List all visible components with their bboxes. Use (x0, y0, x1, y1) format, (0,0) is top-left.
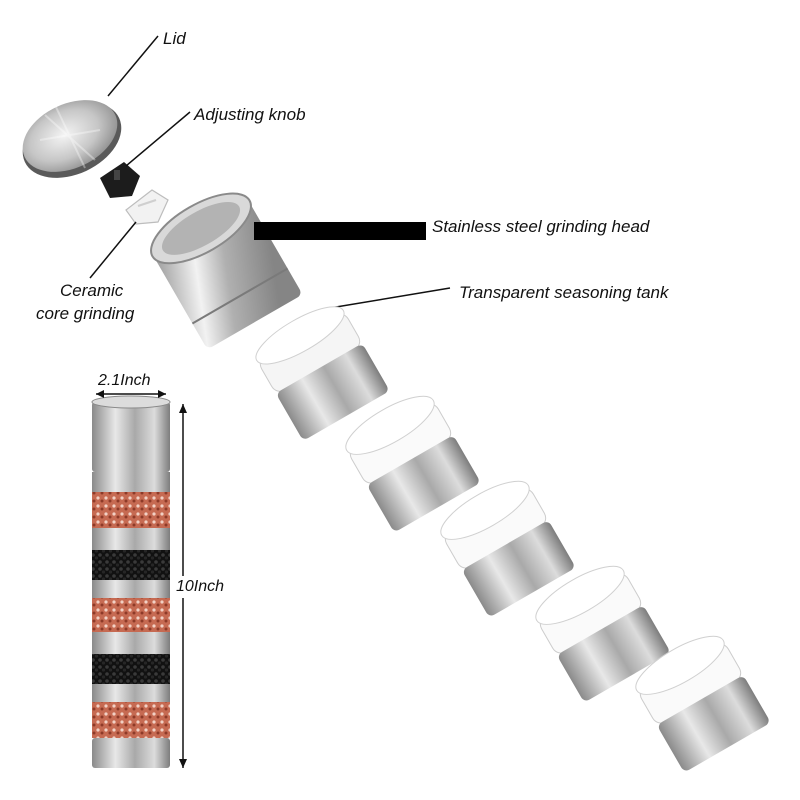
grinding-head-label-bar (254, 222, 426, 240)
width-dimension (96, 390, 166, 398)
tank-leader-line (329, 287, 451, 309)
assembled-grinder-icon (91, 395, 171, 768)
adjusting-knob-icon (100, 162, 140, 198)
seasoning-tank-icon (635, 635, 769, 771)
height-dimension-label: 10Inch (176, 576, 225, 598)
ceramic-core-icon (125, 189, 169, 225)
ceramic-core-label-line1: Ceramic (60, 281, 124, 300)
knob-leader-line (125, 111, 191, 167)
seasoning-tank-icon (345, 395, 479, 531)
lid-label: Lid (163, 29, 186, 48)
grinding-head-label: Stainless steel grinding head (432, 217, 650, 236)
lid-leader-line (107, 35, 159, 97)
width-dimension-label: 2.1Inch (98, 372, 151, 390)
seasoning-tank-icon (255, 306, 388, 439)
seasoning-tank-label: Transparent seasoning tank (459, 283, 669, 302)
adjusting-knob-label: Adjusting knob (194, 105, 306, 124)
ceramic-leader-line (89, 221, 137, 279)
ceramic-core-label-line2: core grinding (36, 304, 135, 323)
seasoning-tank-icon (440, 480, 574, 616)
seasoning-tank-icon (535, 565, 669, 701)
lid-icon (22, 100, 122, 178)
